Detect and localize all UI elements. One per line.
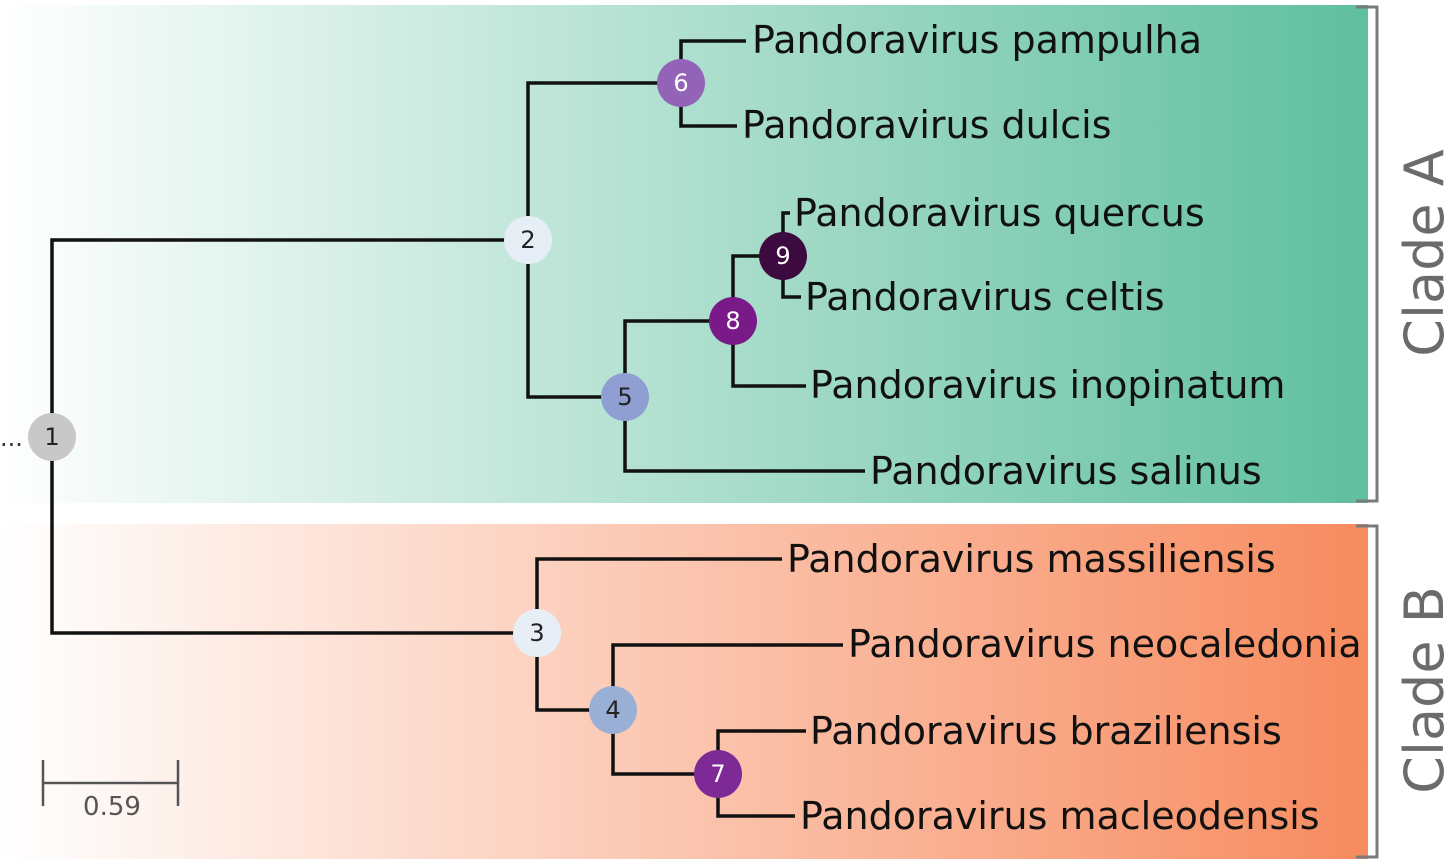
node-7-label: 7	[710, 760, 725, 788]
branch-3-massiliensis	[535, 557, 782, 633]
leaf-braziliensis: Pandoravirus braziliensis	[810, 709, 1282, 753]
node-6: 6	[657, 59, 705, 107]
leaf-quercus: Pandoravirus quercus	[794, 191, 1205, 235]
clade-b-bracket	[1356, 524, 1379, 859]
node-5-marker	[601, 373, 649, 421]
node-4: 4	[589, 686, 637, 734]
node-6-label: 6	[673, 69, 688, 97]
branch-2-5	[526, 240, 625, 399]
node-7-marker	[694, 750, 742, 798]
node-3: 3	[513, 609, 561, 657]
clade-a-label: Clade A	[1393, 149, 1450, 356]
node-2: 2	[504, 216, 552, 264]
leaf-labels: Pandoravirus pampulha Pandoravirus dulci…	[742, 18, 1362, 838]
branch-1-3	[50, 437, 537, 635]
root-ellipsis: ...	[0, 424, 23, 452]
leaf-inopinatum: Pandoravirus inopinatum	[810, 363, 1285, 407]
clade-b-background	[0, 524, 1368, 859]
leaf-celtis: Pandoravirus celtis	[805, 275, 1165, 319]
leaf-neocaledonia: Pandoravirus neocaledonia	[848, 622, 1362, 666]
node-1-marker	[28, 413, 76, 461]
leaf-salinus: Pandoravirus salinus	[870, 449, 1262, 493]
node-9-label: 9	[775, 242, 790, 270]
node-1-label: 1	[44, 423, 59, 451]
leaf-macleodensis: Pandoravirus macleodensis	[800, 794, 1320, 838]
node-8-marker	[709, 297, 757, 345]
node-9-marker	[759, 232, 807, 280]
branch-1-2	[50, 238, 528, 437]
clade-b-label: Clade B	[1393, 586, 1450, 794]
branch-2-6	[526, 81, 681, 240]
node-8: 8	[709, 297, 757, 345]
node-6-marker	[657, 59, 705, 107]
node-5-label: 5	[617, 383, 632, 411]
leaf-pampulha: Pandoravirus pampulha	[752, 18, 1202, 62]
node-8-label: 8	[725, 307, 740, 335]
node-3-label: 3	[529, 619, 544, 647]
branch-5-8	[623, 319, 733, 397]
scale-bar: 0.59	[41, 760, 180, 822]
node-3-marker	[513, 609, 561, 657]
leaf-dulcis: Pandoravirus dulcis	[742, 103, 1112, 147]
branch-5-salinus	[623, 397, 865, 473]
leaf-massiliensis: Pandoravirus massiliensis	[787, 537, 1276, 581]
node-2-marker	[504, 216, 552, 264]
clade-a-bracket	[1356, 5, 1379, 503]
node-5: 5	[601, 373, 649, 421]
node-9: 9	[759, 232, 807, 280]
scale-bar-label: 0.59	[83, 792, 141, 822]
branch-3-4	[535, 633, 613, 712]
node-1: 1	[28, 413, 76, 461]
node-4-marker	[589, 686, 637, 734]
node-7: 7	[694, 750, 742, 798]
node-4-label: 4	[605, 696, 620, 724]
node-2-label: 2	[520, 226, 535, 254]
branches	[50, 39, 865, 818]
